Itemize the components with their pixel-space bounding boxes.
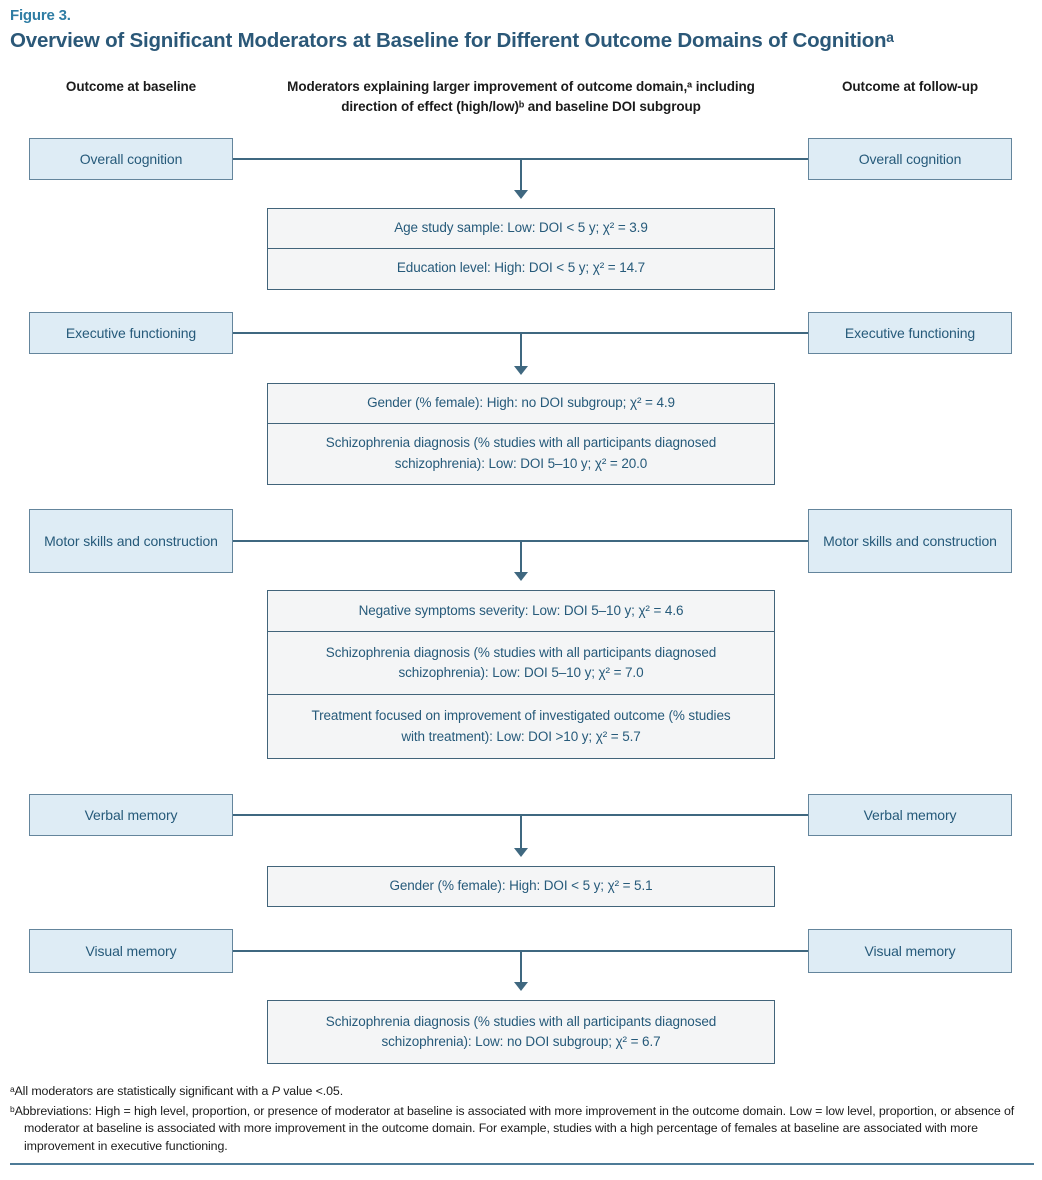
column-header-followup: Outcome at follow-up: [842, 79, 978, 94]
outcome-box-baseline: Motor skills and construction: [29, 509, 233, 573]
column-header-baseline: Outcome at baseline: [65, 79, 197, 94]
moderator-group: Schizophrenia diagnosis (% studies with …: [267, 1000, 775, 1064]
moderator-box: Schizophrenia diagnosis (% studies with …: [267, 1000, 775, 1064]
outcome-box-followup: Verbal memory: [808, 794, 1012, 836]
outcome-box-followup: Visual memory: [808, 929, 1012, 973]
outcome-box-followup: Overall cognition: [808, 138, 1012, 180]
outcome-box-baseline: Verbal memory: [29, 794, 233, 836]
footnotes: ᵃAll moderators are statistically signif…: [10, 1083, 1034, 1157]
moderator-box: Schizophrenia diagnosis (% studies with …: [267, 422, 775, 485]
connector-line: [520, 950, 522, 982]
footnote-a-pvalue: P: [271, 1084, 280, 1098]
outcome-box-baseline: Overall cognition: [29, 138, 233, 180]
figure-title: Overview of Significant Moderators at Ba…: [10, 29, 894, 52]
outcome-box-followup: Motor skills and construction: [808, 509, 1012, 573]
connector-line: [520, 332, 522, 366]
moderator-box: Age study sample: Low: DOI < 5 y; χ² = 3…: [267, 208, 775, 249]
outcome-box-baseline: Visual memory: [29, 929, 233, 973]
moderator-box: Negative symptoms severity: Low: DOI 5–1…: [267, 590, 775, 632]
footnote-a-text: value <.05.: [279, 1084, 344, 1098]
connector-line: [520, 814, 522, 848]
connector-line: [520, 540, 522, 572]
column-header-moderators: Moderators explaining larger improvement…: [287, 79, 755, 114]
moderator-box: Gender (% female): High: DOI < 5 y; χ² =…: [267, 866, 775, 907]
footnote-a: ᵃAll moderators are statistically signif…: [10, 1083, 1034, 1101]
moderator-group: Negative symptoms severity: Low: DOI 5–1…: [267, 590, 775, 759]
arrow-down-icon: [514, 982, 528, 991]
footnote-b: ᵇAbbreviations: High = high level, propo…: [10, 1103, 1015, 1153]
bottom-rule: [10, 1163, 1034, 1165]
moderator-group: Age study sample: Low: DOI < 5 y; χ² = 3…: [267, 208, 775, 290]
moderator-group: Gender (% female): High: DOI < 5 y; χ² =…: [267, 866, 775, 907]
arrow-down-icon: [514, 572, 528, 581]
figure-label: Figure 3.: [10, 7, 71, 24]
outcome-box-followup: Executive functioning: [808, 312, 1012, 354]
arrow-down-icon: [514, 190, 528, 199]
arrow-down-icon: [514, 366, 528, 375]
moderator-box: Schizophrenia diagnosis (% studies with …: [267, 630, 775, 696]
connector-line: [520, 158, 522, 190]
footnote-a-text: ᵃAll moderators are statistically signif…: [10, 1084, 272, 1098]
outcome-box-baseline: Executive functioning: [29, 312, 233, 354]
moderator-box: Education level: High: DOI < 5 y; χ² = 1…: [267, 247, 775, 290]
moderator-box: Gender (% female): High: no DOI subgroup…: [267, 383, 775, 424]
moderator-group: Gender (% female): High: no DOI subgroup…: [267, 383, 775, 485]
moderator-box: Treatment focused on improvement of inve…: [267, 694, 775, 759]
arrow-down-icon: [514, 848, 528, 857]
